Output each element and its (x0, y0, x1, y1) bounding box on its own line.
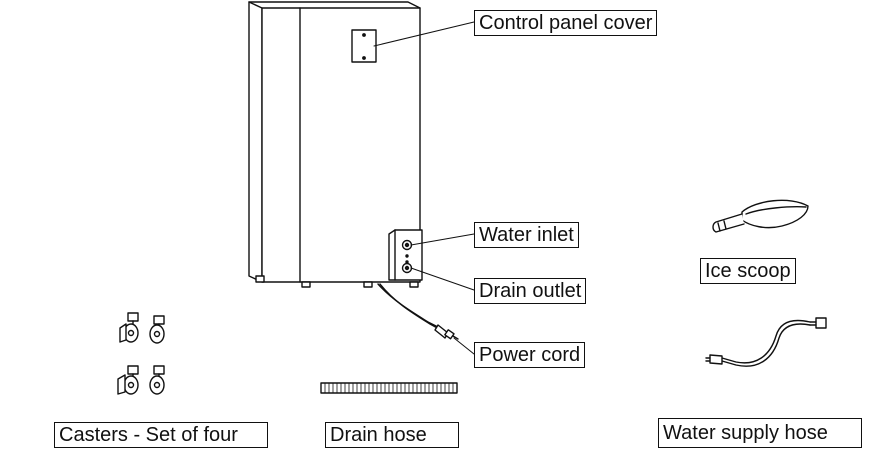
ice-scoop-illustration (712, 199, 809, 233)
power-cord (377, 283, 459, 340)
label-control-panel-cover: Control panel cover (474, 10, 658, 36)
caster-4 (149, 365, 165, 395)
caster-3 (117, 365, 139, 395)
ice-maker-unit (248, 1, 421, 288)
caster-2 (149, 315, 165, 344)
control-panel-cover (351, 29, 377, 63)
caster-1 (119, 312, 139, 343)
label-ice-scoop: Ice scoop (700, 258, 796, 284)
label-water-inlet: Water inlet (474, 222, 579, 248)
label-power-cord: Power cord (474, 342, 586, 368)
label-drain-outlet: Drain outlet (474, 278, 587, 304)
casters-illustration (117, 312, 165, 395)
water-supply-hose-illustration (705, 317, 827, 367)
drain-hose-illustration (320, 382, 458, 394)
label-drain-hose: Drain hose (325, 422, 459, 448)
leader-lines (373, 21, 475, 355)
label-casters: Casters - Set of four (54, 422, 268, 448)
label-water-supply-hose: Water supply hose (658, 418, 862, 448)
connector-panel (388, 229, 423, 281)
